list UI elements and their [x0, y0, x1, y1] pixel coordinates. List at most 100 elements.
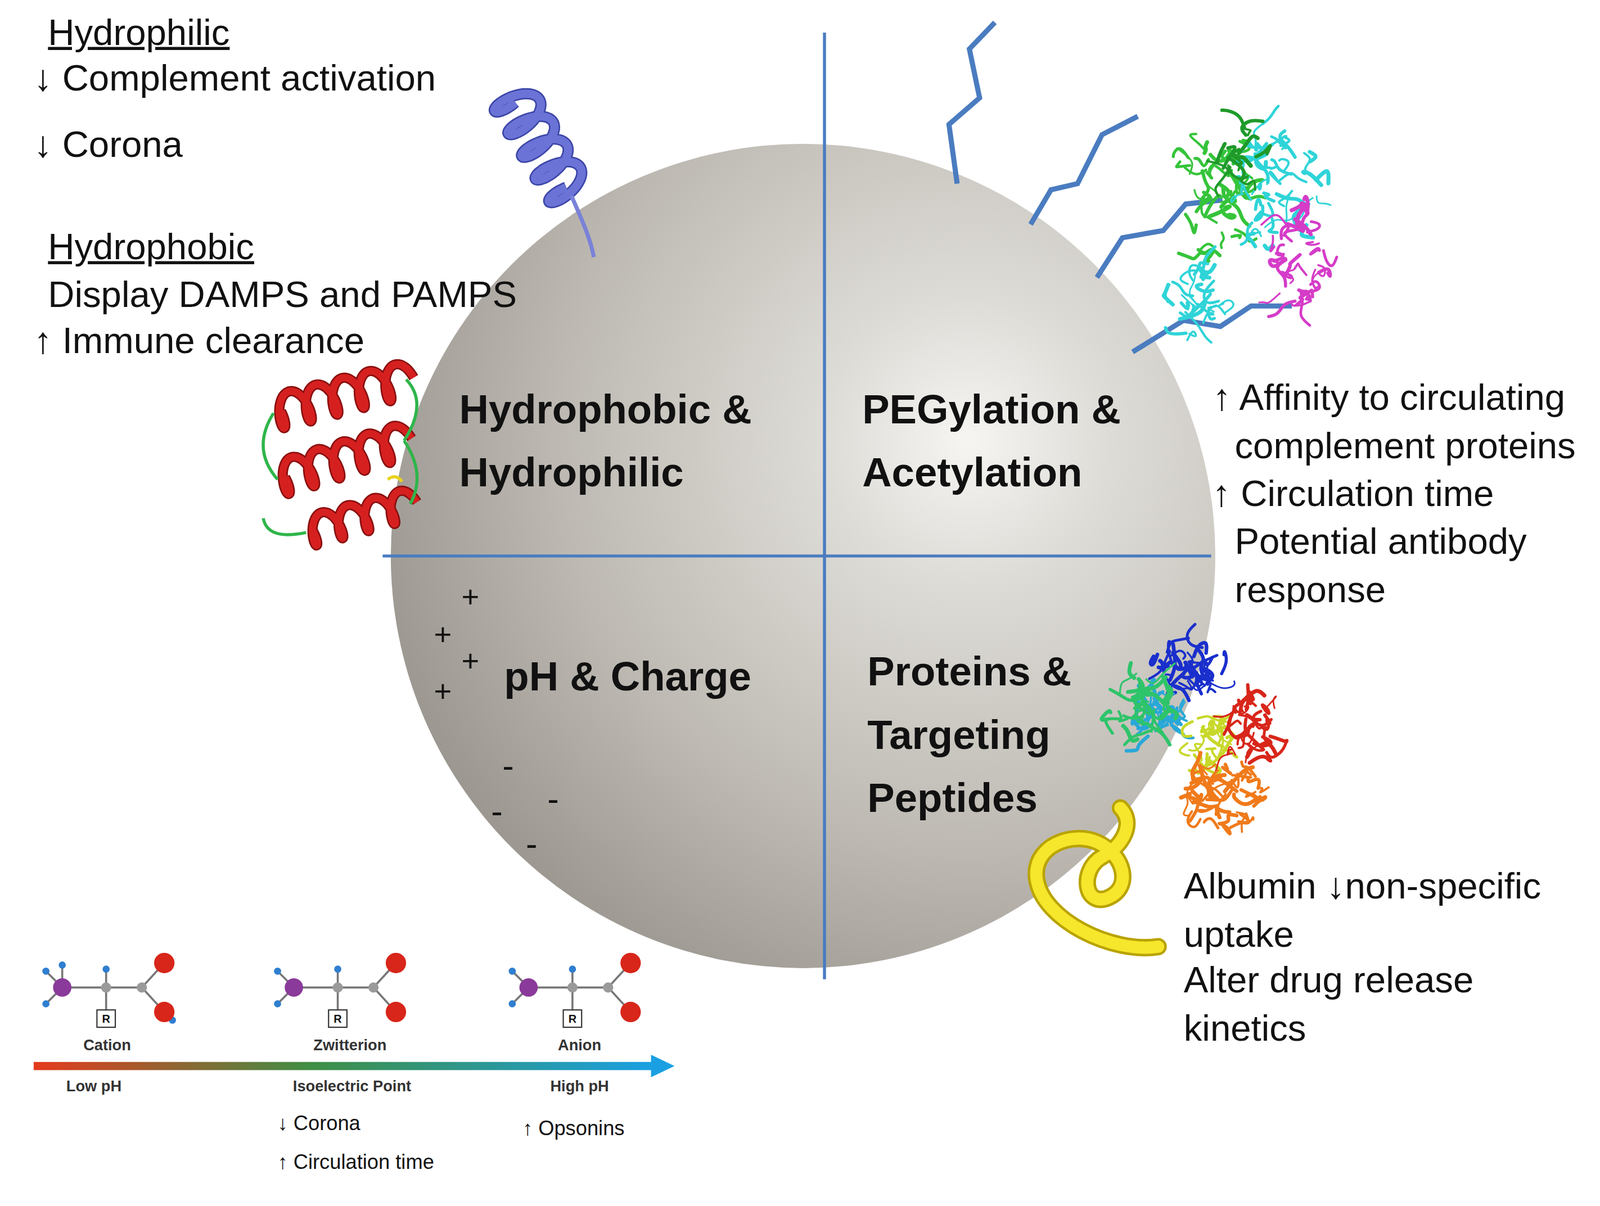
protein-ribbon: [1204, 142, 1208, 153]
protein-ribbon: [1118, 711, 1128, 722]
protein-ribbon: [1271, 136, 1286, 148]
protein-ribbon: [1181, 302, 1189, 309]
effect-note: ↓ Complement activation: [33, 55, 436, 103]
protein-ribbon: [1195, 158, 1209, 166]
effect-note: Display DAMPS and PAMPS: [47, 271, 517, 320]
amino-acid: [508, 953, 641, 1028]
ph-axis-label: Low pH: [66, 1078, 122, 1094]
side-chain-label: R: [568, 1013, 577, 1026]
protein-ribbon: [1269, 172, 1280, 184]
protein-ribbon: [1226, 199, 1250, 227]
protein-ribbon: [1207, 683, 1216, 693]
charge-sign: -: [547, 781, 560, 817]
charge-sign: -: [490, 794, 503, 829]
protein-ribbon: [1315, 171, 1329, 184]
protein-ribbon: [1241, 183, 1252, 201]
protein-ribbon: [1310, 281, 1320, 293]
protein-ribbon: [1300, 291, 1310, 326]
protein-ribbon: [1221, 651, 1227, 674]
protein-ribbon: [1221, 200, 1229, 210]
protein-ribbon: [1150, 654, 1158, 665]
protein-ribbon: [1193, 642, 1207, 657]
protein-ribbon: [1204, 663, 1214, 681]
effect-note: Alter drug release kinetics: [1183, 957, 1588, 1053]
protein-ribbon: [1228, 715, 1239, 739]
protein-ribbon: [1255, 145, 1270, 157]
protein-ribbon: [1227, 749, 1232, 754]
protein-ribbon: [1208, 307, 1215, 320]
amino-acid: [42, 953, 177, 1028]
protein-ribbon: [1182, 681, 1192, 689]
protein-ribbon: [1217, 143, 1225, 163]
protein-ribbon: [1316, 196, 1331, 206]
protein-ribbon: [1323, 250, 1337, 267]
protein-ribbon: [1318, 265, 1325, 277]
ph-state: Anion: [557, 1037, 602, 1053]
protein-ribbon: [1256, 796, 1266, 803]
protein-ribbon: [1310, 248, 1320, 255]
protein-ribbon: [1231, 194, 1244, 203]
ph-scale: [33, 1055, 675, 1078]
effect-note: ↓ Corona: [33, 121, 183, 170]
protein-ribbon: [1202, 305, 1225, 323]
charge-sign: +: [434, 676, 453, 707]
protein-ribbon: [1222, 110, 1246, 129]
protein-ribbon: [1222, 764, 1231, 774]
red-helix: [282, 425, 412, 494]
protein-ribbon: [1264, 715, 1270, 724]
red-helix: [312, 490, 418, 546]
effect-note: Potential antibody response: [1234, 518, 1572, 615]
quadrant-divider: [382, 554, 1211, 558]
protein-ribbon: [1287, 269, 1294, 283]
protein-ribbon: [1123, 726, 1138, 741]
charge-sign: +: [434, 619, 453, 650]
quadrant-heading: pH & Charge: [503, 645, 800, 709]
protein-ribbon: [1204, 172, 1216, 191]
red-helix: [312, 490, 418, 546]
protein-ribbon: [1220, 185, 1229, 198]
group-heading: Hydrophilic: [47, 8, 230, 57]
quadrant-region: PEGylation & Acetylation: [862, 377, 1169, 504]
protein-ribbon: [1304, 196, 1308, 215]
side-chain-label: R: [333, 1013, 342, 1026]
protein-ribbon: [1261, 214, 1288, 226]
yellow-peptide: [1036, 808, 1159, 948]
protein-ribbon: [1164, 284, 1171, 303]
protein-ribbon: [1182, 721, 1193, 737]
protein-ribbon: [1189, 275, 1198, 306]
quadrant-region: Proteins & Targeting Peptides: [867, 640, 1112, 830]
blue-helix: [494, 93, 583, 204]
protein-ribbon: [1230, 814, 1249, 828]
protein-ribbon: [1304, 152, 1315, 177]
charge-sign: -: [502, 747, 515, 783]
protein-ribbon: [1247, 779, 1260, 789]
side-chain-label: R: [101, 1013, 110, 1026]
protein-ribbon: [1201, 203, 1217, 223]
blue-helix: [494, 93, 583, 204]
protein-ribbon: [1178, 251, 1202, 259]
protein-ribbon: [1241, 762, 1256, 777]
protein-ribbon: [1247, 233, 1256, 247]
protein-ribbon: [1172, 282, 1193, 297]
protein-ribbon: [1146, 663, 1175, 684]
red-helix: [282, 425, 412, 494]
protein-ribbon: [1177, 147, 1193, 174]
protein-ribbon: [1241, 817, 1254, 824]
ph-axis-label: Isoelectric Point: [293, 1078, 412, 1094]
protein-ribbon: [1241, 790, 1259, 807]
protein-ribbon: [1279, 173, 1306, 183]
protein-ribbon: [1264, 727, 1270, 743]
protein-ribbon: [1246, 684, 1249, 710]
protein-ribbon: [1240, 691, 1265, 704]
quadrant-region: pH & Charge: [503, 645, 800, 709]
protein-ribbon: [1228, 157, 1245, 180]
quadrant-divider: [822, 32, 826, 980]
effect-note: ↑ Affinity to circulating complement pro…: [1234, 374, 1592, 471]
ph-effect: ↑ Circulation time: [277, 1148, 435, 1176]
protein-ribbon: [1185, 780, 1201, 789]
protein-ribbon: [1183, 165, 1207, 174]
protein-ribbon: [1187, 331, 1196, 341]
protein-ribbon: [1200, 195, 1210, 204]
charge-sign: +: [461, 646, 480, 677]
protein-ribbon: [1142, 677, 1166, 699]
